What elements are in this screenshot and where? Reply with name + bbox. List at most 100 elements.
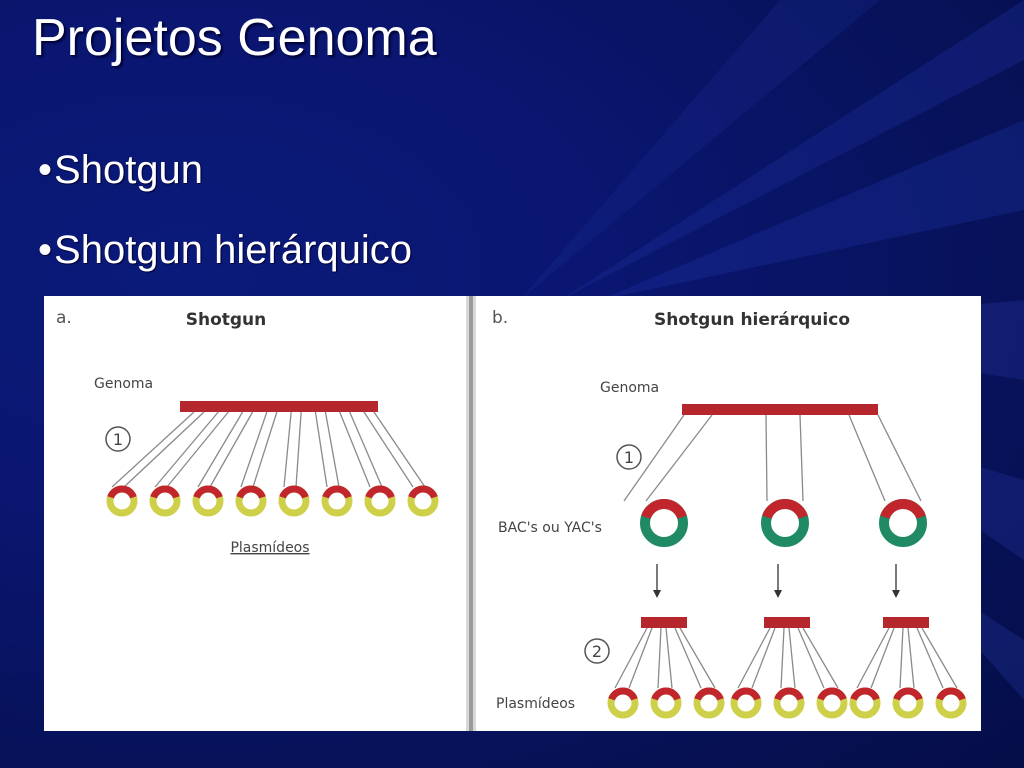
panel-a-line: [123, 411, 205, 488]
figure-background: [44, 296, 981, 731]
bullet-text: Shotgun hierárquico: [54, 228, 413, 272]
panel-b-step1-number: 1: [624, 448, 634, 467]
panel-b-bac: [879, 499, 927, 547]
panel-b-step2-circle: [584, 638, 610, 664]
panel-a-line: [240, 411, 268, 488]
panel-b-plasmid-line: [665, 627, 673, 689]
panel-b-fragment-bar: [764, 617, 810, 628]
shotgun-sequencing-figure: a. Shotgun Genoma 1 Plasmídeos b. Shotgu…: [44, 296, 981, 731]
panel-b-bac: [640, 499, 688, 547]
panel-b-fragment-bar: [883, 617, 929, 628]
panel-a-line: [197, 411, 244, 488]
panel-a-genome-bar: [180, 401, 378, 412]
panel-b-plasmid: [607, 687, 639, 719]
panel-b-plasmid-line: [916, 627, 944, 689]
panel-b-plasmid-groups: [607, 617, 967, 719]
panel-b-plasmid: [935, 687, 967, 719]
panel-b: b. Shotgun hierárquico Genoma 1 BAC's ou…: [492, 308, 967, 719]
panel-a-letter: a.: [56, 308, 72, 328]
panel-b-arrow-head: [774, 590, 782, 598]
panel-b-plasmid-line: [870, 627, 895, 689]
panel-b-bac-line: [877, 414, 922, 502]
panel-a-genome-label: Genoma: [94, 376, 153, 392]
panel-a-line: [166, 411, 229, 488]
panel-b-plasmid-line: [751, 627, 776, 689]
panel-b-arrow-head: [653, 590, 661, 598]
panel-b-plasmid: [693, 687, 725, 719]
panel-b-bac-line: [765, 414, 768, 502]
panel-a-plasmids: [106, 485, 439, 517]
panel-a-plasmid: [149, 485, 181, 517]
panel-b-plasmid: [892, 687, 924, 719]
panel-b-plasmid-label: Plasmídeos: [496, 696, 575, 712]
panel-a-step-number: 1: [113, 430, 123, 449]
panel-a-line: [252, 411, 278, 488]
panel-divider-line: [469, 296, 473, 731]
panel-a-line: [349, 411, 383, 488]
panel-a-line: [154, 411, 219, 488]
panel-b-plasmid: [730, 687, 762, 719]
panel-b-plasmid: [849, 687, 881, 719]
panel-a: a. Shotgun Genoma 1 Plasmídeos: [56, 308, 439, 556]
panel-b-plasmid-line: [797, 627, 825, 689]
panel-a-plasmid: [192, 485, 224, 517]
panel-a-plasmid: [278, 485, 310, 517]
panel-a-heading: Shotgun: [186, 310, 267, 330]
panel-a-plasmid: [364, 485, 396, 517]
bullet-list: •Shotgun •Shotgun hierárquico: [38, 150, 412, 310]
panel-b-plasmid-line: [737, 627, 771, 689]
panel-a-plasmid: [407, 485, 439, 517]
bullet-marker: •: [38, 148, 53, 192]
panel-b-genome-label: Genoma: [600, 380, 659, 396]
panel-b-bac-line: [645, 414, 713, 502]
panel-a-line: [324, 411, 340, 488]
panel-a-plasmid: [235, 485, 267, 517]
panel-b-bac-line: [848, 414, 886, 502]
panel-b-plasmid-line: [780, 627, 785, 689]
panel-a-lines: [111, 411, 426, 488]
panel-b-plasmid-line: [657, 627, 662, 689]
panel-b-bac-label: BAC's ou YAC's: [498, 520, 602, 536]
panel-a-step-circle: [105, 426, 131, 452]
panel-b-plasmid-line: [679, 627, 716, 689]
panel-b-fragment-bar: [641, 617, 687, 628]
panel-a-line: [209, 411, 254, 488]
slide-title: Projetos Genoma: [32, 9, 437, 67]
panel-b-bac-line: [623, 414, 685, 502]
panel-b-plasmid-line: [802, 627, 839, 689]
panel-b-plasmid: [650, 687, 682, 719]
panel-a-line: [373, 411, 426, 488]
panel-b-plasmid-line: [907, 627, 915, 689]
panel-b-plasmid-line: [788, 627, 796, 689]
panel-a-line: [295, 411, 302, 488]
panel-a-plasmid: [106, 485, 138, 517]
panel-b-plasmid-line: [856, 627, 890, 689]
panel-a-line: [111, 411, 195, 488]
bullet-shotgun: •Shotgun: [38, 150, 412, 190]
panel-a-line: [283, 411, 292, 488]
bullet-text: Shotgun: [54, 148, 204, 192]
panel-b-letter: b.: [492, 308, 508, 328]
panel-a-plasmid-label: Plasmídeos: [230, 540, 309, 556]
panel-b-plasmid: [773, 687, 805, 719]
panel-b-bacs: [623, 414, 927, 598]
panel-b-plasmid-line: [899, 627, 904, 689]
bullet-hierarchical-shotgun: •Shotgun hierárquico: [38, 230, 412, 270]
panel-a-line: [363, 411, 414, 488]
panel-b-genome-bar: [682, 404, 878, 415]
panel-a-line: [314, 411, 328, 488]
panel-b-plasmid: [816, 687, 848, 719]
panel-b-plasmid-line: [921, 627, 958, 689]
bullet-marker: •: [38, 228, 53, 272]
panel-b-bac: [761, 499, 809, 547]
panel-b-step1-circle: [616, 444, 642, 470]
panel-a-line: [339, 411, 371, 488]
panel-b-arrow-head: [892, 590, 900, 598]
panel-b-plasmid-line: [628, 627, 653, 689]
panel-b-heading: Shotgun hierárquico: [654, 310, 850, 330]
panel-b-plasmid-line: [614, 627, 648, 689]
panel-b-bac-line: [799, 414, 804, 502]
panel-a-plasmid: [321, 485, 353, 517]
panel-b-plasmid-line: [674, 627, 702, 689]
panel-b-step2-number: 2: [592, 642, 602, 661]
